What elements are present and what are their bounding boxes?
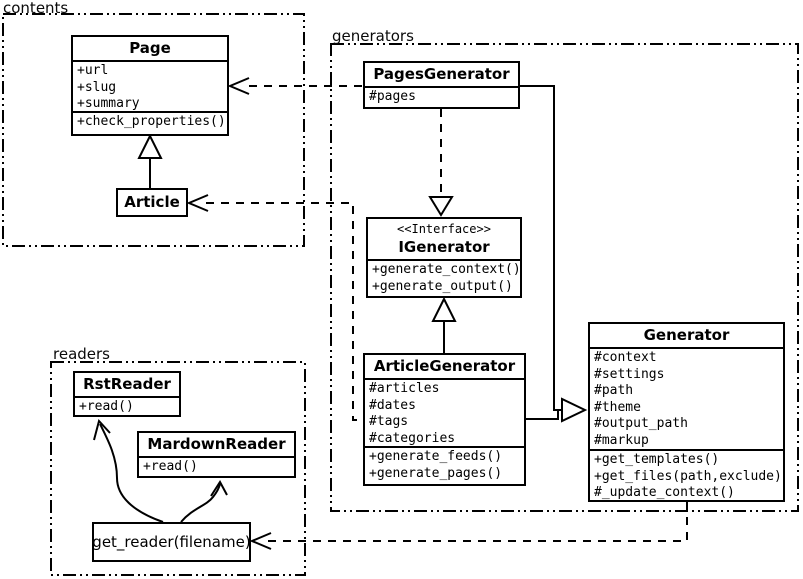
class-mardownreader: MardownReader +read() bbox=[137, 431, 296, 478]
method: +get_templates() bbox=[594, 452, 720, 467]
method: +generate_pages() bbox=[369, 465, 503, 481]
attribute: +slug bbox=[77, 79, 117, 95]
class-articlegenerator-attributes: #articles #dates #tags #categories bbox=[365, 378, 524, 446]
attribute: #tags bbox=[369, 414, 409, 429]
dependency-pagesgenerator-to-page-arrowhead bbox=[227, 77, 250, 95]
attribute: #markup bbox=[594, 432, 649, 448]
package-readers-label: readers bbox=[53, 345, 110, 363]
dependency-generator-to-getreader-arrowhead bbox=[249, 532, 272, 550]
class-articlegenerator-name: ArticleGenerator bbox=[373, 357, 516, 375]
class-page-name: Page bbox=[129, 39, 171, 57]
attribute: #output_path bbox=[594, 416, 688, 431]
arrow-getreader-to-rstreader-arrowhead bbox=[93, 418, 111, 441]
attribute: #categories bbox=[369, 430, 456, 446]
package-generators-label: generators bbox=[332, 27, 414, 45]
class-article: Article bbox=[116, 188, 188, 217]
attribute: +url bbox=[77, 63, 109, 78]
method: #_update_context() bbox=[594, 485, 735, 500]
dependency-articlegenerator-to-article-arrowhead bbox=[186, 194, 209, 212]
class-pagesgenerator-attributes: #pages bbox=[365, 86, 518, 107]
package-readers-border bbox=[50, 361, 306, 576]
arrow-getreader-to-rstreader-line bbox=[99, 423, 164, 523]
attribute: #context bbox=[594, 350, 657, 365]
attribute: #pages bbox=[369, 89, 416, 104]
class-generator-attributes: #context #settings #path #theme #output_… bbox=[590, 347, 783, 449]
dependency-articlegenerator-to-article-line bbox=[206, 202, 363, 421]
method: +read() bbox=[143, 459, 198, 474]
attribute: #path bbox=[594, 383, 634, 398]
generalization-articlegenerator-to-igenerator-triangle bbox=[431, 296, 457, 322]
class-rstreader-methods: +read() bbox=[75, 396, 179, 415]
function-getreader: get_reader(filename) bbox=[92, 522, 251, 562]
class-page-attributes: +url +slug +summary bbox=[73, 60, 227, 111]
interface-igenerator-stereotype: <<Interface>> bbox=[397, 222, 491, 236]
package-contents-border bbox=[2, 13, 305, 247]
interface-igenerator-name: IGenerator bbox=[398, 238, 490, 256]
class-rstreader-name: RstReader bbox=[83, 375, 171, 393]
class-generator-name: Generator bbox=[643, 326, 730, 344]
generalization-to-generator-triangle bbox=[561, 397, 588, 423]
interface-igenerator: <<Interface>> IGenerator +generate_conte… bbox=[366, 217, 522, 298]
class-pagesgenerator: PagesGenerator #pages bbox=[363, 61, 520, 109]
generalization-articlegenerator-to-generator-line bbox=[525, 410, 559, 420]
attribute: #settings bbox=[594, 366, 665, 382]
generalization-article-to-page-triangle bbox=[137, 133, 163, 159]
class-pagesgenerator-name: PagesGenerator bbox=[373, 65, 510, 83]
class-article-name: Article bbox=[124, 193, 180, 211]
method: +generate_context() bbox=[372, 262, 521, 277]
attribute: +summary bbox=[77, 96, 140, 111]
class-mardownreader-name: MardownReader bbox=[147, 435, 286, 453]
interface-igenerator-methods: +generate_context() +generate_output() bbox=[368, 259, 520, 296]
arrow-getreader-to-mardownreader-line bbox=[180, 483, 221, 523]
class-generator-methods: +get_templates() +get_files(path,exclude… bbox=[590, 449, 783, 500]
class-generator: Generator #context #settings #path #them… bbox=[588, 322, 785, 502]
method: +generate_output() bbox=[372, 278, 513, 294]
function-getreader-label: get_reader(filename) bbox=[92, 533, 251, 551]
package-contents-label: contents bbox=[3, 0, 69, 17]
method: +generate_feeds() bbox=[369, 449, 503, 464]
dependency-generator-to-getreader-line bbox=[265, 502, 688, 542]
class-articlegenerator: ArticleGenerator #articles #dates #tags … bbox=[363, 353, 526, 486]
method: +read() bbox=[79, 399, 134, 414]
class-articlegenerator-methods: +generate_feeds() +generate_pages() bbox=[365, 446, 524, 483]
class-page-methods: +check_properties() bbox=[73, 111, 227, 132]
class-rstreader: RstReader +read() bbox=[73, 371, 181, 417]
class-page: Page +url +slug +summary +check_properti… bbox=[71, 35, 229, 136]
arrow-getreader-to-mardownreader-arrowhead bbox=[210, 480, 228, 497]
method: +check_properties() bbox=[77, 114, 226, 129]
attribute: #articles bbox=[369, 381, 440, 396]
realization-pagesgenerator-to-igenerator-triangle bbox=[428, 196, 454, 217]
method: +get_files(path,exclude) bbox=[594, 468, 782, 484]
attribute: #theme bbox=[594, 399, 641, 415]
attribute: #dates bbox=[369, 397, 416, 413]
class-mardownreader-methods: +read() bbox=[139, 456, 294, 476]
package-generators-border bbox=[330, 43, 799, 512]
